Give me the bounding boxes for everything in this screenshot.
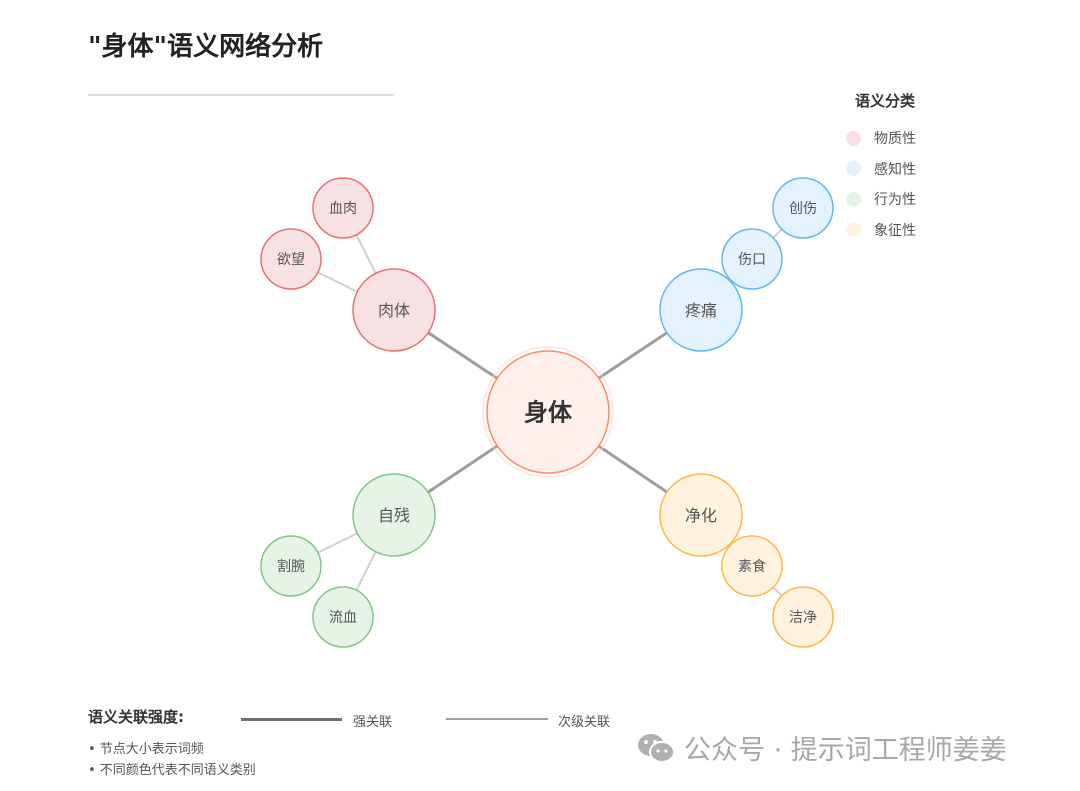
node-circle [312,586,374,648]
primary-node[interactable]: 肉体 [352,268,436,352]
node-label: 欲望 [277,252,305,268]
node-label: 创伤 [789,201,817,217]
center-node[interactable]: 身体 [486,350,610,474]
node-circle [772,586,834,648]
node-circle [352,473,436,557]
center-halo [482,346,614,478]
node-label: 素食 [738,558,766,575]
legend-swatch [846,222,861,238]
secondary-node[interactable]: 洁净 [772,586,834,648]
node-circle [721,228,783,290]
node-label: 伤口 [738,252,766,268]
watermark: 公众号 · 提示词工程师姜姜 [636,728,1007,767]
node-circle [659,473,743,557]
secondary-node[interactable]: 伤口 [721,228,783,290]
primary-node[interactable]: 净化 [659,473,743,557]
category-legend: 语义分类 物质性感知性行为性象征性 [846,90,916,245]
title-divider [88,94,394,96]
legend-swatch [846,161,861,177]
node-circle [772,177,834,239]
legend-swatch [846,130,861,146]
legend-label: 象征性 [874,222,916,239]
node-circle [659,268,743,352]
legend-label: 感知性 [874,161,916,178]
page-title: "身体"语义网络分析 [88,32,324,62]
secondary-node[interactable]: 创伤 [772,177,834,239]
secondary-link-sample [446,718,548,720]
watermark-text: 公众号 · 提示词工程师姜姜 [684,735,1007,766]
note-node-size: • 节点大小表示词频 [88,742,204,757]
node-circle [721,535,783,597]
node-label: 割腕 [277,558,305,575]
node-label: 自残 [378,506,410,525]
strength-legend-title: 语义关联强度: [88,708,184,726]
strong-link-sample [241,718,342,721]
secondary-node[interactable]: 素食 [721,535,783,597]
legend-item: 物质性 [846,123,916,154]
legend-item: 象征性 [846,215,916,246]
node-circle [260,228,322,290]
node-circle [312,177,374,239]
primary-node[interactable]: 自残 [352,473,436,557]
wechat-icon [638,733,675,763]
node-label: 肉体 [378,301,410,320]
node-label: 血肉 [329,201,357,217]
legend-title: 语义分类 [855,92,916,110]
legend-item: 行为性 [846,184,916,215]
secondary-link-label: 次级关联 [558,715,611,730]
node-label: 洁净 [789,610,817,626]
node-label: 流血 [329,610,357,626]
primary-node[interactable]: 疼痛 [659,268,743,352]
node-label: 净化 [685,506,717,525]
secondary-node[interactable]: 流血 [312,586,374,648]
node-label: 身体 [524,399,573,427]
node-circle [260,535,322,597]
legend-label: 物质性 [874,131,916,148]
secondary-node[interactable]: 欲望 [260,228,322,290]
node-label: 疼痛 [685,301,717,320]
node-circle [352,268,436,352]
secondary-node[interactable]: 割腕 [260,535,322,597]
node-circle [486,350,610,474]
secondary-node[interactable]: 血肉 [312,177,374,239]
legend-swatch [846,191,861,207]
legend-item: 感知性 [846,154,916,185]
note-colors: • 不同颜色代表不同语义类别 [88,763,256,778]
legend-label: 行为性 [874,192,916,209]
strong-link-label: 强关联 [353,715,393,730]
